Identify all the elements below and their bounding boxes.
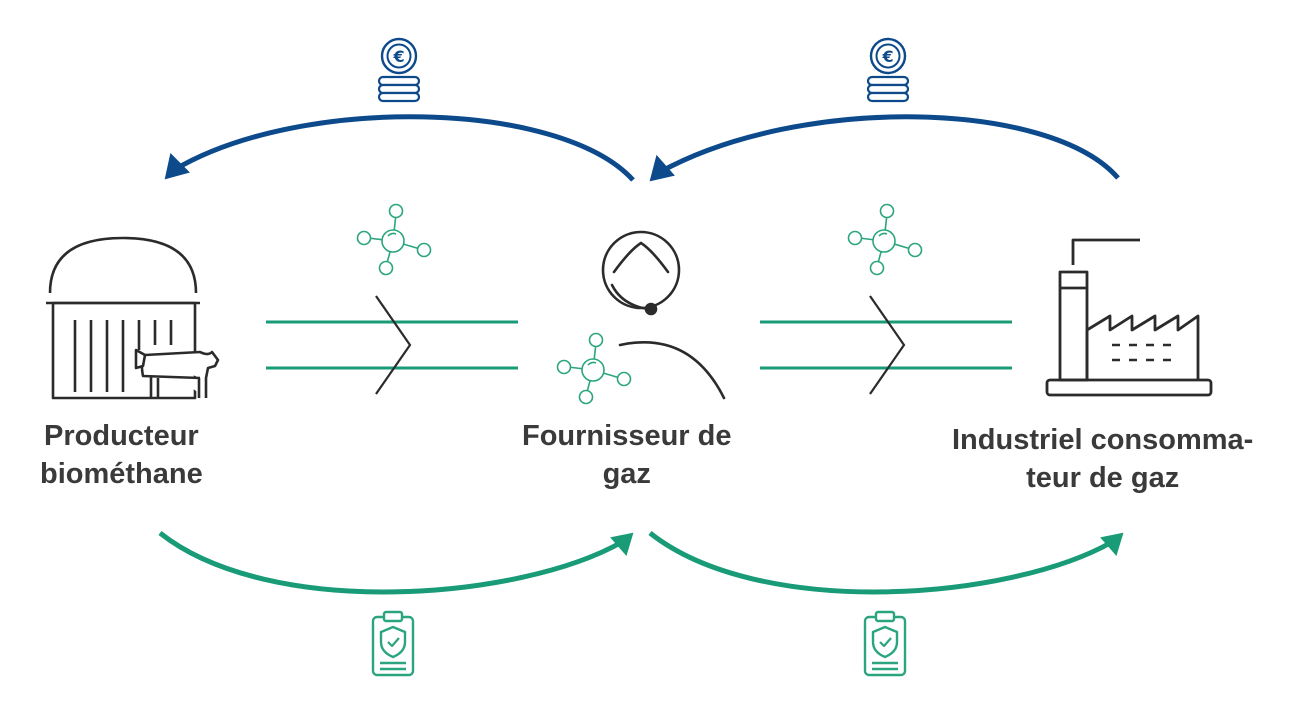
gas-pipe-supplier-to-consumer bbox=[758, 294, 1014, 396]
biogas-farm-icon bbox=[46, 236, 220, 400]
money-flow-arrow-supplier-to-producer bbox=[164, 114, 635, 182]
euro-coins-icon bbox=[377, 37, 421, 103]
actor-label-producer-line1: Producteur bbox=[44, 420, 199, 452]
actor-label-supplier-line2: gaz bbox=[602, 458, 651, 490]
certificate-flow-arrow-producer-to-supplier bbox=[158, 531, 634, 595]
molecule-icon bbox=[356, 203, 432, 276]
actor-label-producer: Producteur biométhane bbox=[40, 417, 203, 493]
gas-pipe-producer-to-supplier bbox=[264, 294, 520, 396]
actor-label-supplier: Fournisseur de gaz bbox=[522, 417, 732, 493]
operator-headset-icon bbox=[601, 230, 726, 400]
actor-label-consumer: Industriel consomma- teur de gaz bbox=[952, 421, 1253, 497]
certificate-flow-arrow-supplier-to-consumer bbox=[648, 531, 1124, 595]
molecule-icon bbox=[847, 203, 923, 276]
actor-label-supplier-line1: Fournisseur de bbox=[522, 420, 732, 452]
actor-label-consumer-line1: Industriel consomma- bbox=[952, 424, 1254, 456]
euro-coins-icon bbox=[866, 37, 910, 103]
actor-label-producer-line2: biométhane bbox=[40, 458, 203, 490]
actor-label-consumer-line2: teur de gaz bbox=[1026, 462, 1180, 494]
certificate-shield-icon bbox=[863, 610, 907, 677]
certificate-shield-icon bbox=[371, 610, 415, 677]
factory-icon bbox=[1045, 238, 1213, 397]
money-flow-arrow-consumer-to-supplier bbox=[649, 114, 1120, 182]
